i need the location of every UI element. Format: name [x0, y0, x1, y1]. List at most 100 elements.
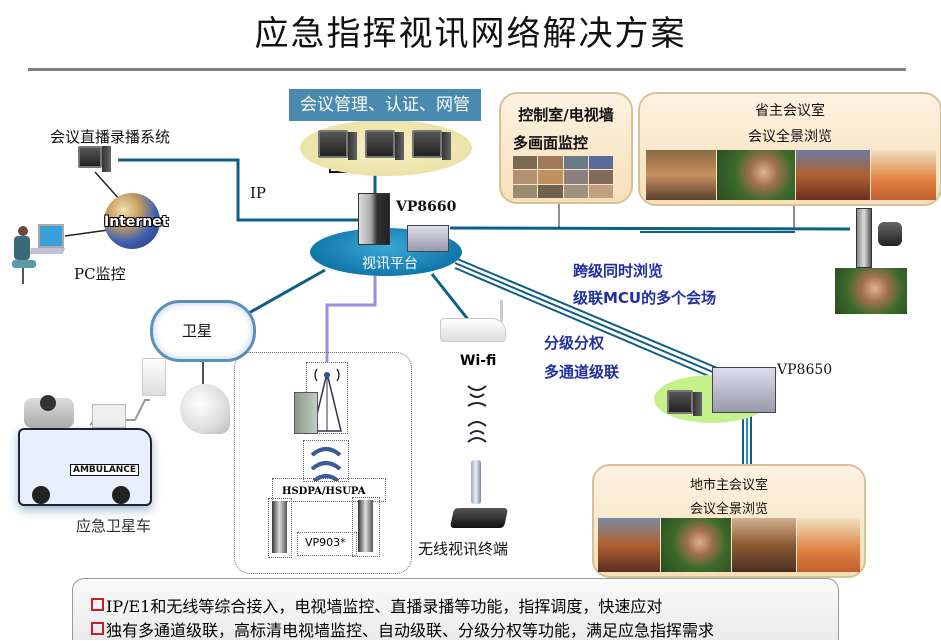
satellite-label: 卫星	[182, 322, 213, 340]
bullet-square-icon	[91, 622, 104, 635]
city-room-photos	[598, 518, 860, 572]
router-antenna-icon	[500, 300, 503, 322]
tower-icon	[102, 146, 111, 172]
management-banner: 会议管理、认证、网管	[289, 89, 481, 121]
base-station-cabinet-icon	[294, 392, 318, 434]
provincial-room-title: 省主会议室	[755, 103, 825, 119]
video-platform-label: 视讯平台	[362, 256, 418, 272]
vp903-terminal-right-frame	[352, 497, 380, 557]
codec-box-icon	[92, 404, 126, 428]
pc-monitor-operator-icon	[10, 222, 66, 288]
camera-lens-icon	[40, 395, 56, 411]
monitor-icon	[78, 146, 102, 168]
video-tile	[538, 184, 563, 198]
summary-item-2: 独有多通道级联，高标清电视墙监控、自动级联、分级分权等功能，满足应急指挥需求	[91, 617, 714, 641]
provincial-room-photos	[646, 150, 936, 200]
meeting-photo	[732, 518, 796, 572]
wifi-label: Wi-fi	[460, 353, 497, 369]
wireless-adapter-icon	[471, 460, 481, 504]
pc-internet-link	[94, 171, 121, 201]
vp8650-label: VP8650	[777, 362, 833, 378]
satellite-cloud-icon	[150, 300, 256, 362]
page-title: 应急指挥视讯网络解决方案	[254, 14, 687, 54]
hierarchy-annotation-1: 分级分权	[544, 334, 605, 352]
hsdpa-frame	[272, 478, 386, 502]
wireless-terminal-icon	[449, 508, 509, 528]
speaker-photo	[717, 150, 795, 200]
ptz-camera-icon	[878, 222, 902, 246]
tower-icon	[348, 132, 357, 160]
vp903-terminal-icon	[272, 501, 287, 553]
wireless-signal-frame	[303, 440, 349, 483]
vp903-label: VP903*	[305, 536, 346, 549]
monitor-icon	[412, 130, 442, 158]
summary-item-text: IP/E1和无线等综合接入，电视墙监控、直播录播等功能，指挥调度，快速应对	[106, 597, 663, 616]
wifi-signal-icon	[467, 385, 487, 443]
provincial-room-subtitle: 会议全景浏览	[748, 129, 832, 145]
meeting-photo	[797, 518, 860, 572]
speaker-photo	[661, 518, 731, 572]
hierarchy-annotation-2: 多通道级联	[544, 363, 620, 381]
wireless-signal-icon	[310, 447, 342, 483]
bullet-square-icon	[91, 598, 104, 611]
video-tile	[588, 170, 613, 184]
wifi-router-icon	[440, 318, 506, 342]
wireless-terminal-label: 无线视讯终端	[418, 540, 509, 558]
pcmonitor-internet-link	[64, 229, 109, 237]
mcu-chassis-icon	[407, 225, 449, 252]
tower-icon	[693, 392, 702, 416]
3g-link	[325, 262, 377, 362]
city-room-panel: 地市主会议室 会议全景浏览	[592, 464, 866, 578]
video-tile	[538, 170, 563, 184]
monitor-icon	[38, 224, 64, 248]
remote-participant-photo	[835, 268, 907, 314]
video-tile	[563, 184, 588, 198]
cascade-link-b	[454, 262, 721, 376]
satellite-dish-icon	[180, 384, 230, 434]
chair-icon	[12, 260, 36, 268]
video-tile	[588, 184, 613, 198]
satellite-link	[239, 268, 326, 320]
chair-stand-icon	[22, 268, 24, 284]
person-body-icon	[14, 236, 30, 260]
title-divider	[28, 68, 906, 71]
internet-label: Internet	[104, 214, 169, 230]
vp903-terminal-left-frame	[268, 498, 292, 558]
control-room-title: 控制室/电视墙	[518, 106, 614, 124]
meeting-photo	[871, 150, 936, 200]
vp903-terminal-icon	[358, 500, 373, 552]
broadcast-system-label: 会议直播录播系统	[50, 128, 171, 146]
vp903-frame	[297, 532, 357, 556]
wheel-icon	[32, 486, 50, 504]
pc-monitor-label: PC监控	[74, 265, 126, 283]
ambulance-text: AMBULANCE	[70, 464, 140, 476]
hsdpa-label: HSDPA/HSUPA	[282, 486, 366, 497]
city-room-subtitle: 会议全景浏览	[689, 502, 768, 517]
video-wall-thumbnails	[513, 156, 613, 198]
meeting-photo	[598, 518, 660, 572]
summary-box: IP/E1和无线等综合接入，电视墙监控、直播录播等功能，指挥调度，快速应对 独有…	[72, 578, 839, 640]
3g-access-zone	[234, 352, 412, 574]
city-room-title: 地市主会议室	[689, 478, 768, 493]
cross-level-annotation-1: 跨级同时浏览	[573, 262, 664, 280]
meeting-photo	[796, 150, 870, 200]
video-tile	[513, 156, 538, 170]
desk-icon	[28, 248, 66, 254]
internet-globe-icon	[104, 193, 160, 249]
ip-link-label: IP	[250, 184, 267, 202]
video-terminal-icon	[856, 208, 872, 268]
wheel-icon	[112, 486, 130, 504]
summary-item-1: IP/E1和无线等综合接入，电视墙监控、直播录播等功能，指挥调度，快速应对	[91, 593, 662, 617]
vp8660-label: VP8660	[396, 199, 457, 215]
antenna-panel-icon	[142, 358, 166, 396]
ambulance-icon: AMBULANCE	[18, 428, 152, 506]
tower-icon	[442, 132, 451, 160]
video-tile	[563, 156, 588, 170]
cascade-link-a	[454, 257, 723, 371]
cross-level-annotation-2: 级联MCU的多个会场	[573, 289, 717, 307]
monitor-icon	[318, 130, 348, 158]
satellite-vehicle-label: 应急卫星车	[76, 517, 152, 535]
video-tile	[513, 184, 538, 198]
meeting-photo	[646, 150, 716, 200]
